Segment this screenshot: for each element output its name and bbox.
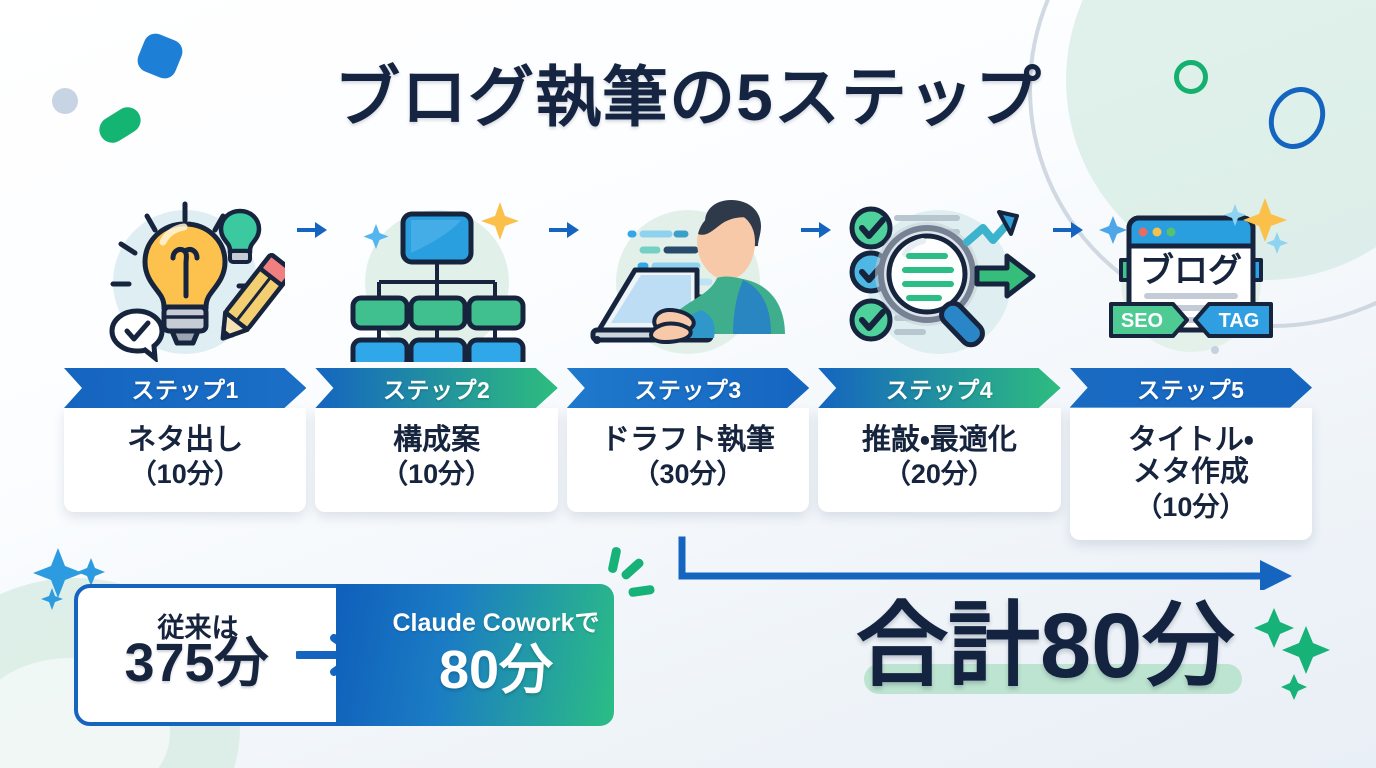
person-typing-laptop-icon xyxy=(590,200,786,354)
comparison-before-value: 375分 xyxy=(124,633,269,693)
step-4-banner: ステップ4 xyxy=(818,368,1060,408)
step-5-banner-label: ステップ5 xyxy=(1137,376,1245,403)
decor-dash-3 xyxy=(628,584,655,598)
step-3-banner-label: ステップ3 xyxy=(634,377,742,403)
sitemap-outline-icon xyxy=(350,202,526,362)
step-5-title-line2: メタ作成 xyxy=(1132,456,1249,489)
browser-blog-seo-tag-icon: ブログ SEO TAG xyxy=(1098,198,1288,354)
step-5-time: （10分） xyxy=(1135,491,1247,522)
chevron-right-icon xyxy=(1053,222,1083,238)
step-3-banner: ステップ3 xyxy=(567,368,809,408)
step-2-title: 構成案 xyxy=(393,424,481,456)
step-3-time: （30分） xyxy=(632,459,744,490)
step-2-time: （10分） xyxy=(381,459,493,490)
step-1-title: ネタ出し xyxy=(127,424,244,456)
page-title: ブログ執筆の5ステップ xyxy=(334,60,1042,134)
sparkle-green-decor xyxy=(1254,608,1330,700)
flow-arrow-to-total xyxy=(678,536,1292,590)
step-5-banner: ステップ5 xyxy=(1070,368,1312,408)
step-3-title: ドラフト執筆 xyxy=(601,424,776,456)
step-1-card-body: ネタ出し （10分） xyxy=(64,408,307,512)
total-block: 合計80分 xyxy=(856,595,1286,716)
step-card-5[interactable]: ブログ SEO TAG xyxy=(1069,190,1313,541)
comparison-after-label: Claude Coworkで xyxy=(392,609,600,638)
step-3-icon-wrap xyxy=(567,190,809,368)
step-1-banner-label: ステップ1 xyxy=(131,377,239,403)
total-highlight-bar xyxy=(864,664,1242,694)
tag-seo-text: SEO xyxy=(1121,310,1163,332)
comparison-badge[interactable]: 従来は 375分 Claude Coworkで 80分 xyxy=(74,584,614,726)
browser-headline-text: ブログ xyxy=(1140,251,1242,290)
step-1-icon-wrap xyxy=(64,190,306,368)
comparison-after-panel: Claude Coworkで 80分 xyxy=(336,584,614,726)
comparison-before-label: 従来は xyxy=(157,613,239,643)
step-4-card-body: 推敲・最適化 （20分） xyxy=(818,408,1061,512)
step-2-card-body: 構成案 （10分） xyxy=(315,408,558,512)
step-5-icon-wrap: ブログ SEO TAG xyxy=(1070,190,1312,368)
step-4-title: 推敲・最適化 xyxy=(861,424,1017,456)
sparkle-blue-decor xyxy=(33,548,105,610)
step-1-time: （10分） xyxy=(129,459,241,490)
step-5-title-line1: タイトル・ xyxy=(1127,423,1254,456)
step-1-banner: ステップ1 xyxy=(64,368,306,408)
lightbulb-pencil-idea-icon xyxy=(109,201,286,362)
step-4-time: （20分） xyxy=(883,459,995,490)
connector-arrow-3-4 xyxy=(800,210,832,250)
connector-arrow-2-3 xyxy=(548,210,580,250)
step-card-3[interactable]: ステップ3 ドラフト執筆 （30分） xyxy=(566,190,810,540)
step-3-card-body: ドラフト執筆 （30分） xyxy=(566,408,810,512)
step-2-banner: ステップ2 xyxy=(315,368,557,408)
step-2-banner-label: ステップ2 xyxy=(382,377,491,403)
connector-arrow-4-5 xyxy=(1052,210,1084,250)
step-4-banner-label: ステップ4 xyxy=(885,377,994,403)
comparison-after-value: 80分 xyxy=(438,640,554,701)
chevron-right-icon xyxy=(549,222,579,238)
chevron-right-icon xyxy=(801,222,831,238)
connector-arrow-1-2 xyxy=(296,210,328,250)
decor-dash-2 xyxy=(619,556,646,582)
step-2-icon-wrap xyxy=(315,190,557,368)
step-card-1[interactable]: ステップ1 ネタ出し （10分） xyxy=(64,190,307,540)
decor-dash-1 xyxy=(607,546,622,574)
chevron-right-icon xyxy=(297,222,327,238)
total-text: 合計80分 xyxy=(856,595,1235,697)
step-card-2[interactable]: ステップ2 構成案 （10分） xyxy=(315,190,558,540)
steps-row: ステップ1 ネタ出し （10分） xyxy=(64,190,1313,541)
step-4-icon-wrap xyxy=(818,190,1060,368)
step-5-card-body: タイトル・ メタ作成 （10分） xyxy=(1069,407,1313,541)
step-card-4[interactable]: ステップ4 推敲・最適化 （20分） xyxy=(818,190,1061,540)
magnifier-checklist-icon xyxy=(849,206,1036,354)
tag-tag-text: TAG xyxy=(1218,310,1259,332)
